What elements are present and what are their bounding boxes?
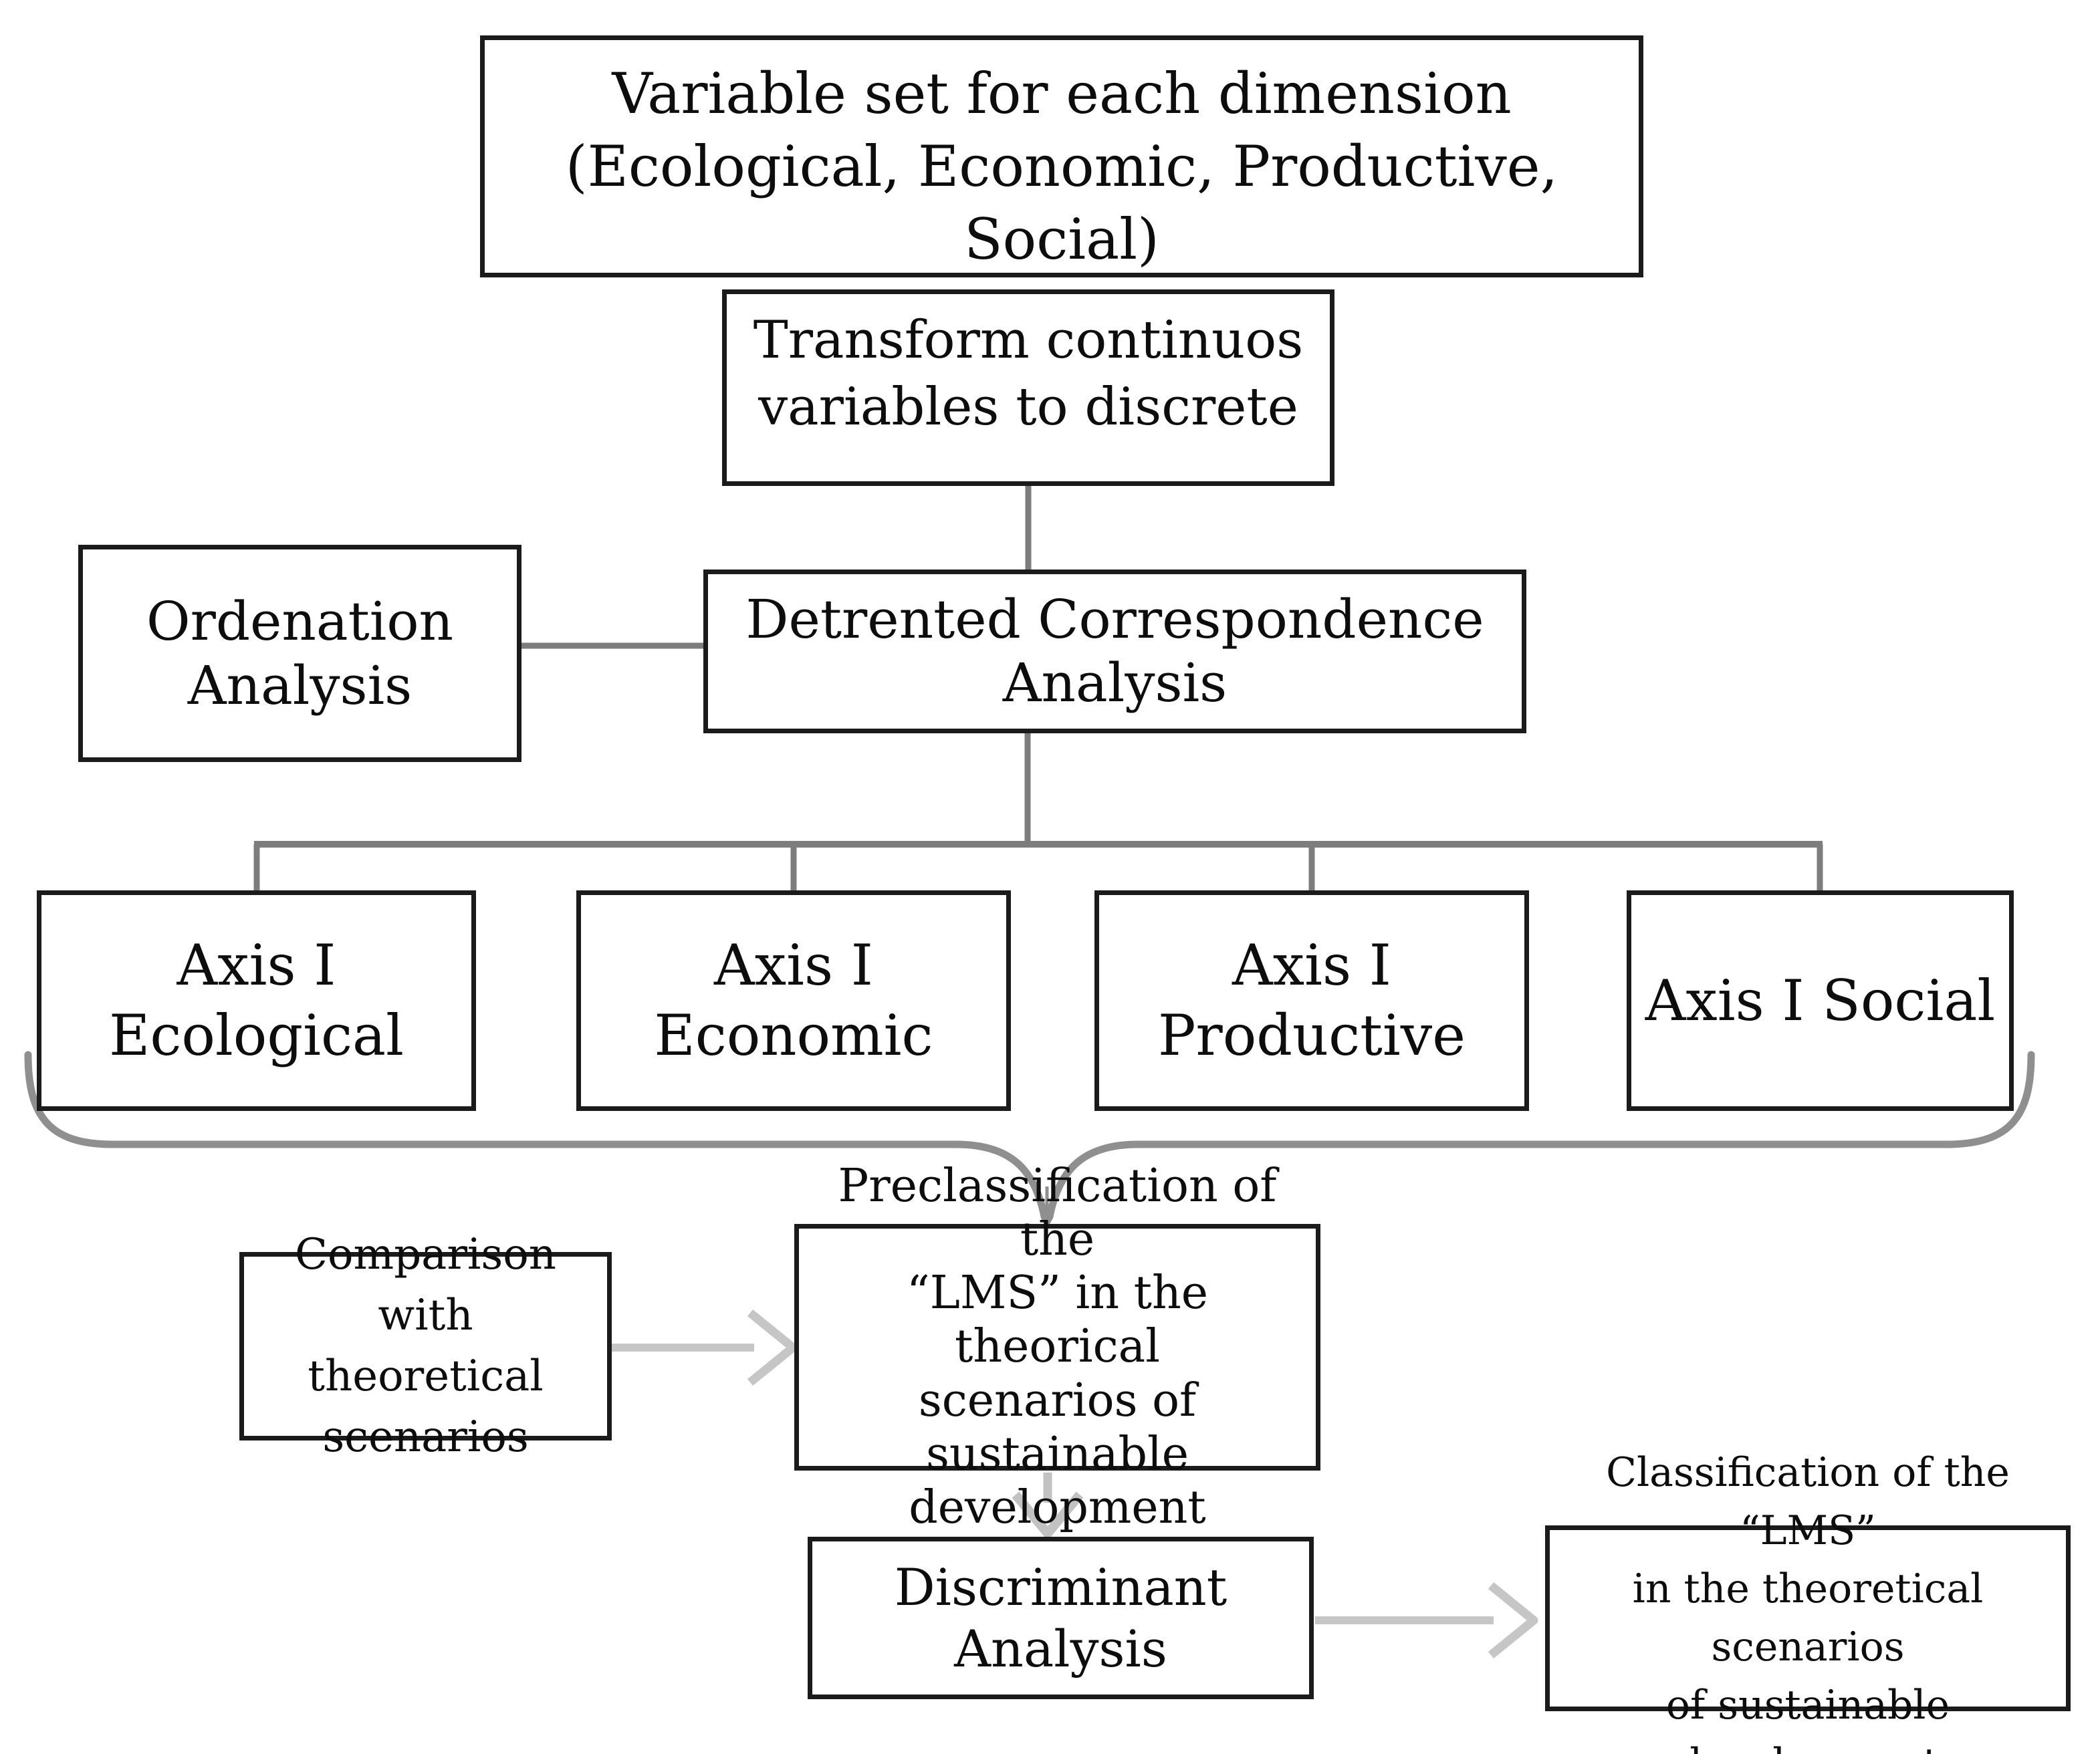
box-axis-productive: Axis I Productive [1094,890,1529,1111]
arrow-preclassification-to-discriminant [1012,1473,1084,1538]
arrow-discriminant-to-classification [1315,1582,1538,1659]
box-ordenation-analysis: Ordenation Analysis [78,545,521,762]
box-comparison: Comparison with theoretical scenarios [239,1230,612,1462]
box-discriminant-analysis: Discriminant Analysis [808,1537,1314,1699]
box-axis-social: Axis I Social [1627,890,2014,1111]
box-transform: Transform continuos variables to discret… [722,289,1334,486]
box-axis-economic: Axis I Economic [576,890,1011,1111]
box-classification: Classification of the “LMS” in the theor… [1545,1449,2071,1754]
box-detrented-correspondence-analysis: Detrented Correspondence Analysis [703,570,1526,733]
box-preclassification: Preclassification of the “LMS” in the th… [794,1160,1320,1534]
arrow-comparison-to-preclassification [611,1309,798,1386]
box-variable-set: Variable set for each dimension (Ecologi… [480,35,1643,277]
box-axis-ecological: Axis I Ecological [37,890,476,1111]
